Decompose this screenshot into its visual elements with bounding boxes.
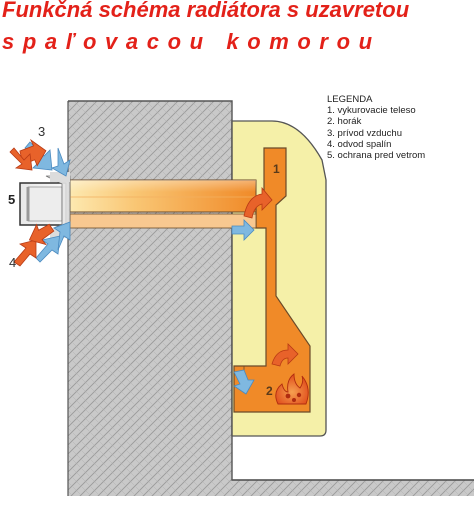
legend-item: 2. horák — [327, 116, 362, 128]
legend-heading: LEGENDA — [327, 94, 373, 105]
legend: LEGENDA 1. vykurovacie teleso 2. horák 3… — [327, 94, 425, 161]
label-number-5: 5 — [8, 192, 16, 207]
label-number-4: 4 — [9, 255, 17, 270]
flue-gas-arrows — [9, 138, 299, 367]
label-number-3: 3 — [38, 124, 46, 139]
diagram-title-line-2: spaľovacou komorou — [2, 29, 381, 54]
label-number-1: 1 — [273, 162, 280, 176]
legend-item: 5. ochrana pred vetrom — [327, 150, 426, 162]
wall — [67, 100, 474, 496]
wind-protection-terminal — [19, 172, 71, 238]
legend-item: 1. vykurovacie teleso — [327, 105, 416, 117]
legend-item: 3. prívod vzduchu — [327, 127, 402, 139]
burner-flame-icon — [275, 373, 309, 405]
flue-pipe — [69, 179, 257, 229]
legend-item: 4. odvod spalín — [327, 138, 392, 150]
diagram-title-line-1: Funkčná schéma radiátora s uzavretou — [2, 0, 410, 22]
label-number-2: 2 — [266, 384, 273, 398]
